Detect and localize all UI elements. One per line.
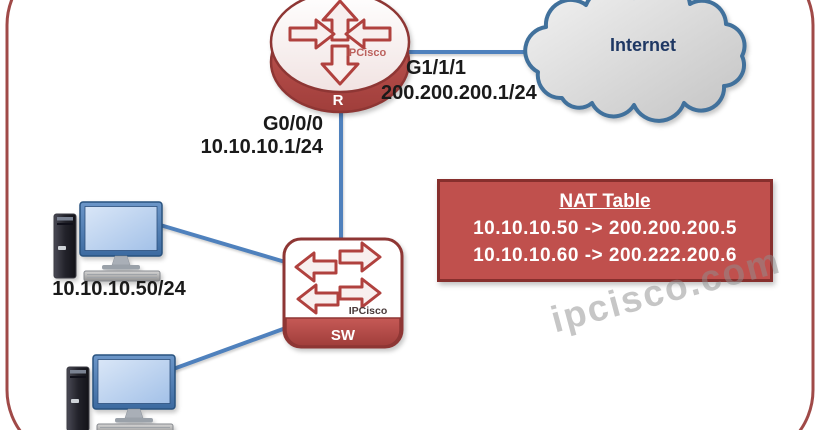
link-pc2-switch — [164, 323, 295, 374]
lan-interface-name-label: G0/0/0 — [262, 113, 323, 135]
router-arrow-up-icon — [321, 0, 359, 42]
link-pc1-switch — [149, 220, 293, 266]
wan-interface-ip-label: 200.200.200.1/24 — [381, 82, 537, 104]
switch-letter-label: SW — [331, 327, 356, 344]
internet-cloud-icon — [523, 0, 747, 123]
nat-row: 10.10.10.50 -> 200.200.200.5 — [473, 218, 737, 239]
switch-icon: IPCisco SW — [282, 237, 404, 349]
switch-arrow-right-icon — [338, 277, 382, 309]
router-letter-label: R — [333, 92, 344, 109]
router-arrow-left-icon — [344, 18, 392, 50]
router-arrow-right-icon — [288, 18, 336, 50]
nat-row: 10.10.10.60 -> 200.222.200.6 — [473, 245, 737, 266]
router-arrow-down-icon — [320, 44, 360, 86]
wan-interface-name-label: G1/1/1 — [406, 57, 467, 79]
switch-brand-label: IPCisco — [349, 305, 388, 317]
switch-arrow-left-icon — [296, 283, 340, 315]
network-links — [149, 50, 585, 374]
cloud-shape — [523, 0, 747, 123]
internet-label: Internet — [609, 35, 676, 55]
nat-table-title: NAT Table — [559, 191, 651, 212]
lan-interface-block: G0/0/0 10.10.10.1/24 — [170, 113, 323, 159]
switch-arrow-right-icon — [338, 241, 382, 273]
nat-table: NAT Table 10.10.10.50 -> 200.200.200.5 1… — [437, 179, 773, 282]
pc1-ip-label: 10.10.10.50/24 — [52, 278, 186, 300]
desktop-pc2-icon — [66, 354, 176, 430]
router-brand-label: IPCisco — [346, 47, 387, 59]
switch-band — [285, 317, 401, 347]
router-icon: IPCisco R — [269, 0, 411, 114]
lan-interface-ip-label: 10.10.10.1/24 — [200, 136, 323, 158]
page-border — [5, 0, 815, 430]
switch-arrow-left-icon — [294, 251, 338, 283]
desktop-pc1-icon — [53, 201, 163, 282]
